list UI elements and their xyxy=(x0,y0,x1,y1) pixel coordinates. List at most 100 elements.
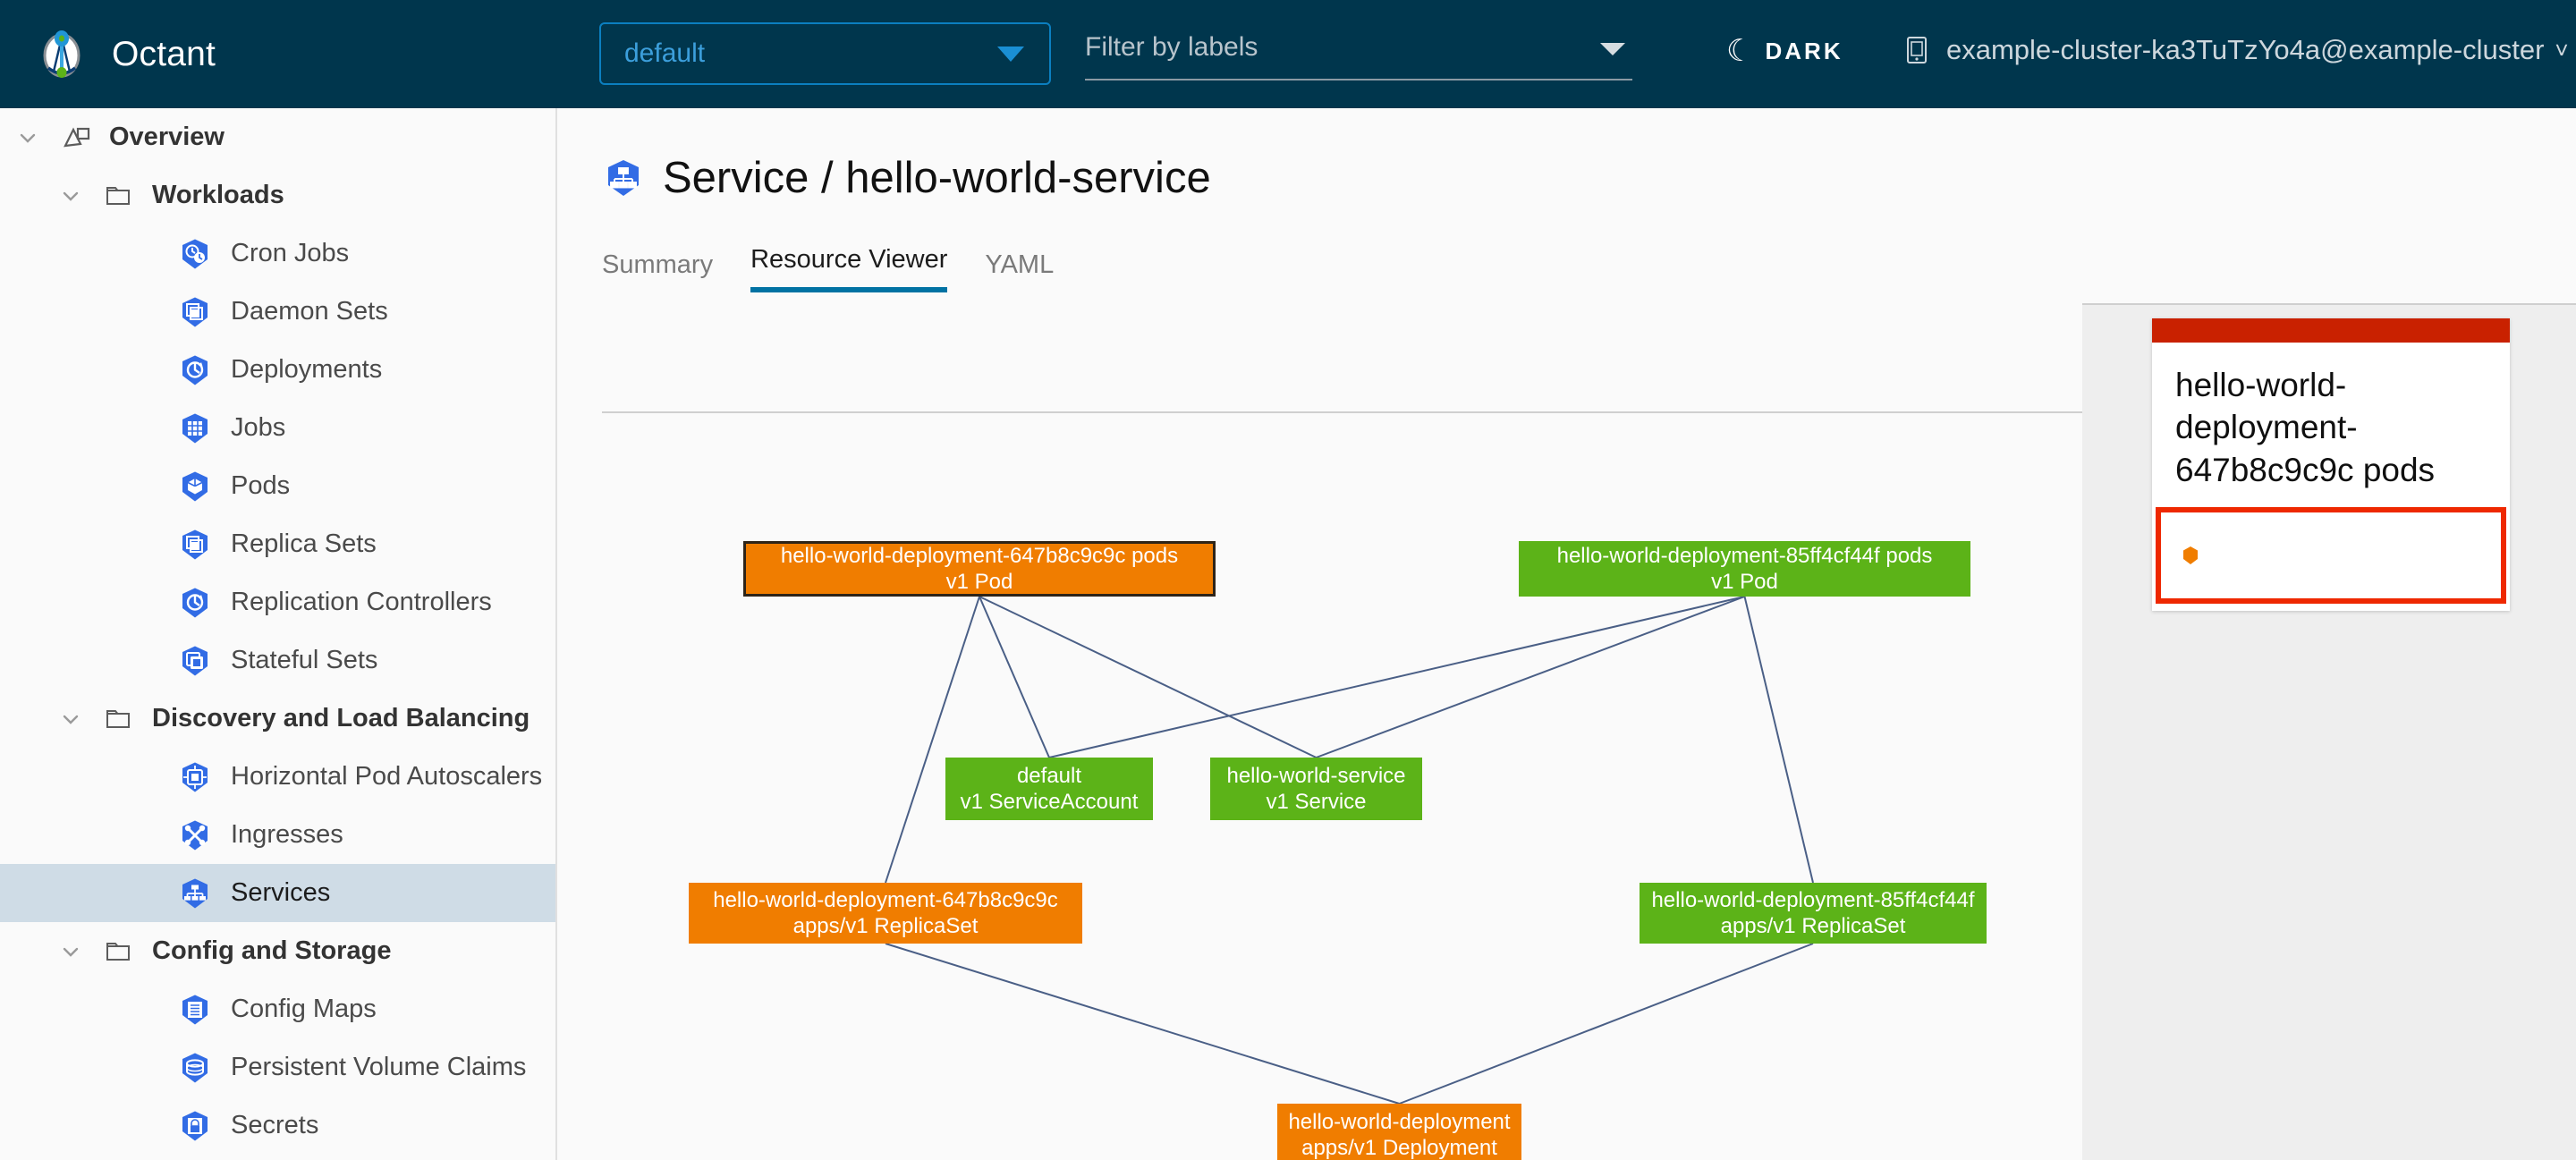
graph-node-kind: v1 ServiceAccount xyxy=(960,790,1139,814)
graph-node-name: hello-world-deployment xyxy=(1288,1109,1511,1134)
top-bar: Octant default Filter by labels ☾ DARK e… xyxy=(0,0,2576,108)
sidebar-item-horizontal-pod-autoscalers[interactable]: Horizontal Pod Autoscalers xyxy=(0,748,555,806)
k8s-rc-icon xyxy=(179,587,211,619)
page-header: Service / hello-world-service xyxy=(604,153,2576,203)
graph-node-kind: apps/v1 ReplicaSet xyxy=(792,914,979,938)
k8s-daemonset-icon xyxy=(179,296,211,328)
graph-edge xyxy=(885,596,980,884)
graph-edge xyxy=(1743,596,1814,884)
page-title: Service / hello-world-service xyxy=(663,154,1211,202)
theme-toggle[interactable]: ☾ DARK xyxy=(1726,36,1843,66)
graph-node-name: hello-world-deployment-647b8c9c9c pods xyxy=(780,543,1179,568)
k8s-secret-icon xyxy=(179,1110,211,1142)
graph-node-name: hello-world-service xyxy=(1226,763,1406,788)
cluster-name: example-cluster-ka3TuTzYo4a@example-clus… xyxy=(1946,34,2545,65)
detail-status-box[interactable] xyxy=(2156,507,2506,605)
sidebar-item-replication-controllers[interactable]: Replication Controllers xyxy=(0,573,555,631)
chevron-down-icon[interactable] xyxy=(55,936,86,967)
sidebar-item-replica-sets[interactable]: Replica Sets xyxy=(0,515,555,573)
sidebar-item-config-and-storage[interactable]: Config and Storage xyxy=(0,922,555,980)
graph-node-kind: apps/v1 Deployment xyxy=(1301,1136,1497,1160)
sidebar-item-label: Horizontal Pod Autoscalers xyxy=(231,762,543,791)
sidebar-item-label: Replica Sets xyxy=(231,529,377,558)
k8s-service-icon xyxy=(604,158,643,198)
sidebar-item-ingresses[interactable]: Ingresses xyxy=(0,806,555,864)
sidebar-item-label: Discovery and Load Balancing xyxy=(152,704,530,732)
sidebar-item-label: Workloads xyxy=(152,181,284,209)
sidebar-item-label: Ingresses xyxy=(231,820,343,849)
k8s-cronjob-icon xyxy=(179,238,211,270)
tab-summary[interactable]: Summary xyxy=(602,250,714,279)
chevron-down-icon[interactable] xyxy=(55,704,86,734)
graph-node-name: hello-world-deployment-85ff4cf44f pods xyxy=(1556,543,1933,568)
label-filter-placeholder: Filter by labels xyxy=(1085,32,1258,62)
sidebar-item-persistent-volume-claims[interactable]: Persistent Volume Claims xyxy=(0,1038,555,1096)
chevron-down-icon xyxy=(1600,43,1625,55)
cluster-selector[interactable]: example-cluster-ka3TuTzYo4a@example-clus… xyxy=(1903,34,2569,66)
sidebar-item-label: Config and Storage xyxy=(152,936,392,965)
sidebar-item-label: Overview xyxy=(109,123,225,151)
sidebar-item-services[interactable]: Services xyxy=(0,864,555,922)
sidebar-item-label: Deployments xyxy=(231,355,383,384)
graph-node-name: hello-world-deployment-85ff4cf44f xyxy=(1651,887,1975,912)
k8s-service-icon xyxy=(179,877,211,910)
graph-edge xyxy=(885,943,1400,1105)
graph-node-kind: v1 Pod xyxy=(945,570,1013,594)
label-filter[interactable]: Filter by labels xyxy=(1085,30,1632,80)
sidebar-item-overview[interactable]: Overview xyxy=(0,108,555,166)
brand[interactable]: Octant xyxy=(36,29,216,80)
sidebar-item-jobs[interactable]: Jobs xyxy=(0,399,555,457)
graph-node-name: hello-world-deployment-647b8c9c9c xyxy=(713,887,1058,912)
k8s-job-icon xyxy=(179,412,211,445)
k8s-statefulset-icon xyxy=(179,645,211,677)
sidebar-item-label: Persistent Volume Claims xyxy=(231,1053,527,1081)
sidebar-item-config-maps[interactable]: Config Maps xyxy=(0,980,555,1038)
octant-logo-icon xyxy=(36,29,88,80)
detail-card[interactable]: hello-world-deployment-647b8c9c9c pods xyxy=(2152,318,2510,612)
k8s-hpa-icon xyxy=(179,761,211,793)
k8s-replicaset-icon xyxy=(179,529,211,561)
detail-panel: hello-world-deployment-647b8c9c9c pods xyxy=(2082,303,2576,1160)
sidebar-item-workloads[interactable]: Workloads xyxy=(0,166,555,224)
sidebar-item-label: Services xyxy=(231,878,331,907)
detail-accent-bar xyxy=(2152,318,2510,343)
sidebar-item-label: Daemon Sets xyxy=(231,297,388,326)
graph-edge xyxy=(1399,943,1814,1105)
folder-icon xyxy=(106,707,132,731)
graph-edges xyxy=(885,596,1814,1105)
cluster-icon xyxy=(1903,35,1930,65)
k8s-ingress-icon xyxy=(179,819,211,851)
sidebar-item-stateful-sets[interactable]: Stateful Sets xyxy=(0,631,555,690)
folder-icon xyxy=(106,184,132,207)
tab-resource-viewer[interactable]: Resource Viewer xyxy=(750,245,948,292)
graph-edge xyxy=(1048,596,1745,758)
k8s-pod-icon xyxy=(179,470,211,503)
sidebar-item-label: Replication Controllers xyxy=(231,588,492,616)
chevron-down-icon[interactable] xyxy=(13,123,43,153)
graph-node-name: default xyxy=(1016,763,1082,788)
namespace-select[interactable]: default xyxy=(599,22,1051,85)
sidebar-item-cron-jobs[interactable]: Cron Jobs xyxy=(0,224,555,283)
graph-edge xyxy=(1316,596,1745,758)
tab-divider xyxy=(602,411,2576,413)
sidebar-item-pods[interactable]: Pods xyxy=(0,457,555,515)
theme-toggle-label: DARK xyxy=(1765,37,1843,64)
sidebar-item-deployments[interactable]: Deployments xyxy=(0,341,555,399)
tab-yaml[interactable]: YAML xyxy=(985,250,1055,279)
chevron-down-icon[interactable] xyxy=(55,181,86,211)
sidebar-item-secrets[interactable]: Secrets xyxy=(0,1096,555,1155)
sidebar-item-daemon-sets[interactable]: Daemon Sets xyxy=(0,283,555,341)
brand-name: Octant xyxy=(112,34,216,73)
k8s-pvc-icon xyxy=(179,1052,211,1084)
graph-node-kind: v1 Service xyxy=(1266,790,1367,814)
sidebar-item-discovery-and-load-balancing[interactable]: Discovery and Load Balancing xyxy=(0,690,555,748)
sidebar-item-label: Jobs xyxy=(231,413,286,442)
